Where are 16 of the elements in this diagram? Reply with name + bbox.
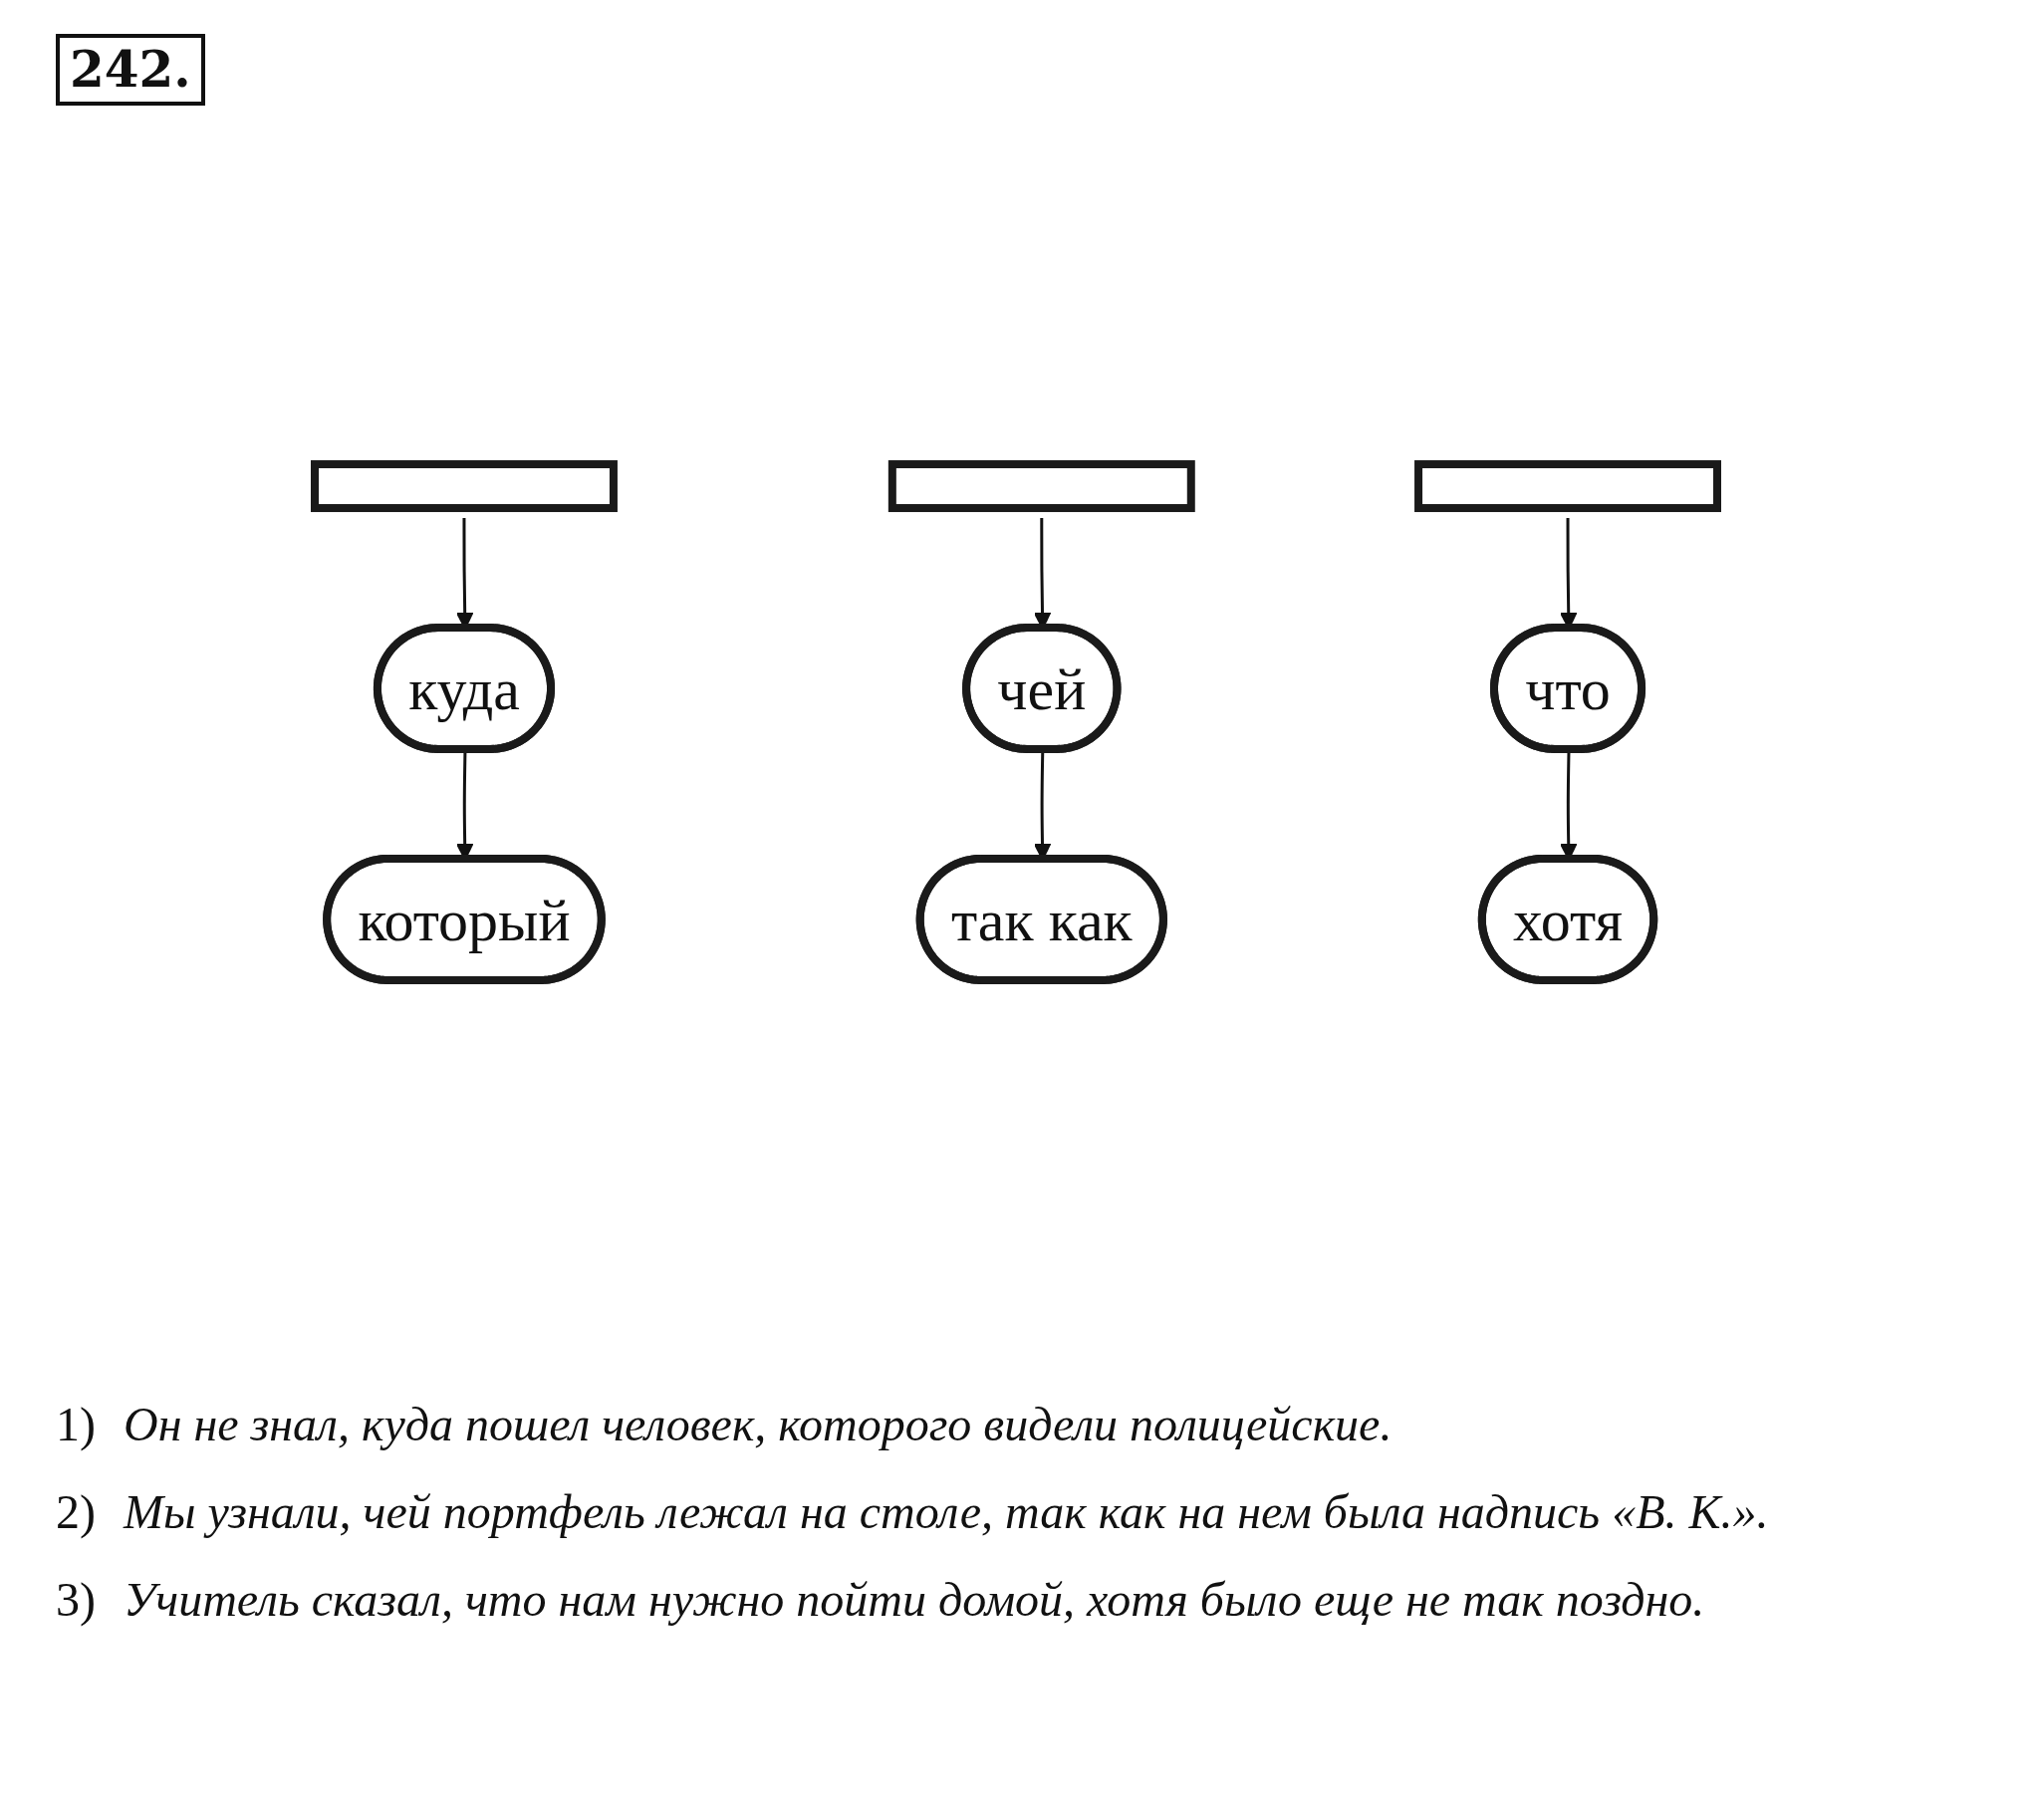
- example-sentence: Учитель сказал, что нам нужно пойти домой, хотя было еще не так поздно.: [124, 1572, 1705, 1628]
- empty-box: [1414, 460, 1721, 513]
- word-oval: так как: [915, 855, 1167, 984]
- empty-box: [887, 460, 1195, 513]
- exercise-number: 242.: [56, 34, 205, 106]
- example-sentence: Он не знал, куда пошел человек, которого видели полицейские.: [124, 1397, 1392, 1452]
- word-oval: чей: [962, 624, 1122, 753]
- word-oval: который: [323, 855, 606, 984]
- word-oval: куда: [373, 624, 555, 753]
- item-number: 1): [56, 1397, 96, 1453]
- word-oval: что: [1490, 624, 1646, 753]
- item-number: 2): [56, 1484, 96, 1541]
- example-sentence: Мы узнали, чей портфель лежал на столе, так как на нем была надпись «В. К.».: [124, 1484, 1769, 1540]
- empty-box: [311, 460, 618, 513]
- item-number: 3): [56, 1572, 96, 1629]
- word-oval: хотя: [1477, 855, 1658, 984]
